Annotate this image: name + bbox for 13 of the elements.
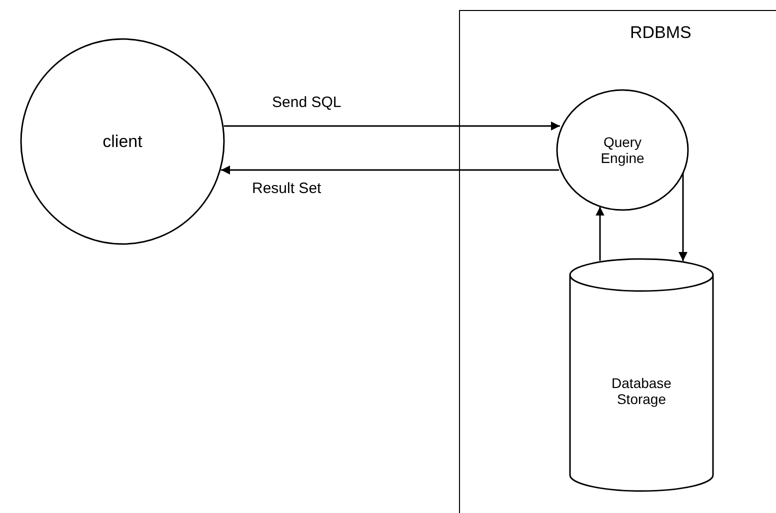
node-label: Query Engine	[600, 134, 646, 166]
system-boundary	[459, 10, 776, 513]
process-circle	[556, 89, 689, 211]
edge-label: Send SQL	[270, 94, 344, 111]
node-label: Database Storage	[610, 375, 672, 407]
arrow	[678, 172, 688, 262]
node-label: client	[102, 132, 144, 152]
process-circle	[20, 38, 225, 245]
arrow	[221, 166, 560, 174]
arrow	[596, 206, 604, 261]
system-title: RDBMS	[630, 23, 692, 43]
database-cylinder	[569, 259, 714, 491]
arrow	[224, 122, 560, 130]
